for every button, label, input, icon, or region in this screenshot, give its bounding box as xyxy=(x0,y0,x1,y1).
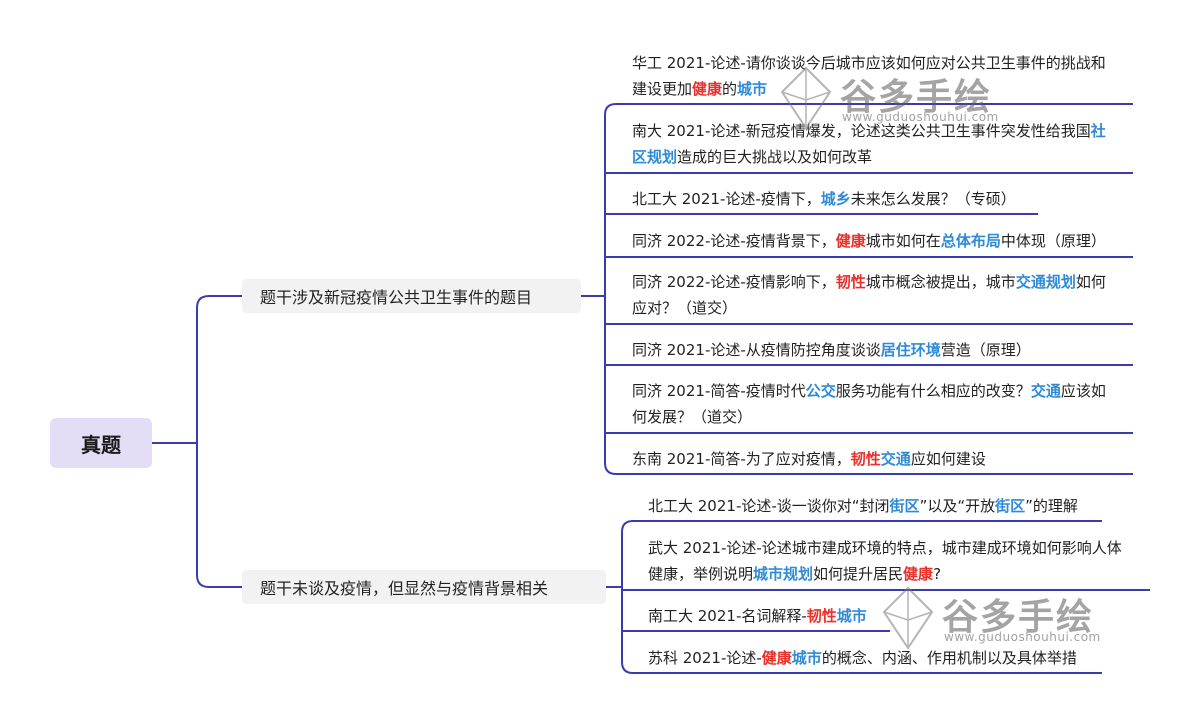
branch-node-label: 题干未谈及疫情，但显然与疫情背景相关 xyxy=(260,579,549,598)
highlight-keyword: 城市 xyxy=(791,649,822,667)
leaf-node[interactable]: 武大 2021-论述-论述城市建成环境的特点，城市建成环境如何影响人体健康，举例… xyxy=(648,535,1122,587)
leaf-text-segment: ? xyxy=(933,565,942,583)
leaf-text-line: 苏科 2021-论述-健康城市的概念、内涵、作用机制以及具体举措 xyxy=(648,645,1077,671)
root-node-label: 真题 xyxy=(81,432,121,457)
leaf-node[interactable]: 苏科 2021-论述-健康城市的概念、内涵、作用机制以及具体举措 xyxy=(648,645,1077,671)
leaf-text-segment: 服务功能有什么相应的改变？ xyxy=(835,382,1031,400)
highlight-keyword: 总体布局 xyxy=(940,232,1001,250)
leaf-node[interactable]: 东南 2021-简答-为了应对疫情，韧性交通应如何建设 xyxy=(632,446,986,472)
leaf-text-segment: 东南 2021-简答-为了应对疫情， xyxy=(632,450,851,468)
leaf-text-segment: 应如何建设 xyxy=(910,450,986,468)
leaf-text-line: 区规划造成的巨大挑战以及如何改革 xyxy=(632,144,1106,170)
leaf-text-line: 同济 2022-论述-疫情背景下，健康城市如何在总体布局中体现（原理） xyxy=(632,228,1106,254)
leaf-text-segment: 苏科 2021-论述- xyxy=(648,649,762,667)
leaf-text-line: 北工大 2021-论述-谈一谈你对“封闭街区”以及“开放街区”的理解 xyxy=(648,493,1078,519)
leaf-text-line: 华工 2021-论述-请你谈谈今后城市应该如何应对公共卫生事件的挑战和 xyxy=(632,50,1106,76)
highlight-keyword: 韧性 xyxy=(806,607,837,625)
leaf-text-segment: 的概念、内涵、作用机制以及具体举措 xyxy=(821,649,1077,667)
branch-2-spine xyxy=(621,520,634,674)
leaf-text-segment: 同济 2021-论述-从疫情防控角度谈谈 xyxy=(632,341,881,359)
highlight-keyword: 健康 xyxy=(692,80,723,98)
highlight-keyword: 健康 xyxy=(835,232,866,250)
highlight-keyword: 社 xyxy=(1090,122,1106,140)
highlight-keyword: 街区 xyxy=(995,497,1026,515)
branch-node-label: 题干涉及新冠疫情公共卫生事件的题目 xyxy=(260,288,533,307)
leaf-text-segment: 造成的巨大挑战以及如何改革 xyxy=(677,148,873,166)
root-to-branch-2-link xyxy=(152,442,242,588)
leaf-text-segment: 同济 2021-简答-疫情时代 xyxy=(632,382,806,400)
leaf-text-line: 同济 2022-论述-疫情影响下，韧性城市概念被提出，城市交通规划如何 xyxy=(632,269,1106,295)
highlight-keyword: 公交 xyxy=(805,382,836,400)
highlight-keyword: 韧性 xyxy=(850,450,881,468)
leaf-text-line: 南工大 2021-名词解释-韧性城市 xyxy=(648,603,867,629)
leaf-text-segment: 中体现（原理） xyxy=(1000,232,1106,250)
leaf-text-segment: 城市如何在 xyxy=(865,232,941,250)
highlight-keyword: 韧性 xyxy=(835,273,866,291)
leaf-text-segment: 应对？（道交） xyxy=(632,299,738,317)
highlight-keyword: 城市 xyxy=(836,607,867,625)
leaf-text-line: 武大 2021-论述-论述城市建成环境的特点，城市建成环境如何影响人体 xyxy=(648,535,1122,561)
leaf-text-segment: 同济 2022-论述-疫情背景下， xyxy=(632,232,836,250)
leaf-text-segment: 如何提升居民 xyxy=(813,565,904,583)
branch-node-epidemic-context[interactable]: 题干未谈及疫情，但显然与疫情背景相关 xyxy=(242,570,606,604)
leaf-text-segment: 北工大 2021-论述-谈一谈你对“封闭 xyxy=(648,497,890,515)
highlight-keyword: 街区 xyxy=(889,497,920,515)
leaf-text-line: 健康，举例说明城市规划如何提升居民健康? xyxy=(648,561,1122,587)
highlight-keyword: 城乡 xyxy=(820,190,851,208)
highlight-keyword: 健康 xyxy=(903,565,934,583)
leaf-node[interactable]: 同济 2022-论述-疫情影响下，韧性城市概念被提出，城市交通规划如何应对？（道… xyxy=(632,269,1106,321)
leaf-text-line: 应对？（道交） xyxy=(632,295,1106,321)
leaf-node[interactable]: 华工 2021-论述-请你谈谈今后城市应该如何应对公共卫生事件的挑战和建设更加健… xyxy=(632,50,1106,102)
highlight-keyword: 居住环境 xyxy=(880,341,941,359)
leaf-text-line: 东南 2021-简答-为了应对疫情，韧性交通应如何建设 xyxy=(632,446,986,472)
leaf-text-line: 同济 2021-论述-从疫情防控角度谈谈居住环境营造（原理） xyxy=(632,337,1031,363)
leaf-text-segment: ”的理解 xyxy=(1025,497,1078,515)
leaf-text-segment: 建设更加 xyxy=(632,80,693,98)
leaf-text-segment: 何发展？（道交） xyxy=(632,408,753,426)
highlight-keyword: 区规划 xyxy=(632,148,678,166)
highlight-keyword: 城市 xyxy=(737,80,768,98)
leaf-text-segment: 营造（原理） xyxy=(940,341,1031,359)
highlight-keyword: 交通 xyxy=(880,450,911,468)
leaf-text-segment: ”以及“开放 xyxy=(919,497,996,515)
leaf-text-line: 南大 2021-论述-新冠疫情爆发，论述这类公共卫生事件突发性给我国社 xyxy=(632,118,1106,144)
branch-node-epidemic-public-health[interactable]: 题干涉及新冠疫情公共卫生事件的题目 xyxy=(242,279,581,313)
leaf-node[interactable]: 南工大 2021-名词解释-韧性城市 xyxy=(648,603,867,629)
highlight-keyword: 交通规划 xyxy=(1015,273,1076,291)
leaf-node[interactable]: 同济 2021-论述-从疫情防控角度谈谈居住环境营造（原理） xyxy=(632,337,1031,363)
leaf-text-segment: 南工大 2021-名词解释- xyxy=(648,607,807,625)
highlight-keyword: 交通 xyxy=(1030,382,1061,400)
leaf-node[interactable]: 同济 2021-简答-疫情时代公交服务功能有什么相应的改变？交通应该如何发展？（… xyxy=(632,378,1106,430)
leaf-text-segment: 武大 2021-论述-论述城市建成环境的特点，城市建成环境如何影响人体 xyxy=(648,539,1122,557)
leaf-text-segment: 健康，举例说明 xyxy=(648,565,754,583)
leaf-text-segment: 北工大 2021-论述-疫情下， xyxy=(632,190,821,208)
highlight-keyword: 健康 xyxy=(761,649,792,667)
leaf-text-segment: 未来怎么发展？（专硕） xyxy=(850,190,1016,208)
leaf-node[interactable]: 同济 2022-论述-疫情背景下，健康城市如何在总体布局中体现（原理） xyxy=(632,228,1106,254)
leaf-text-segment: 华工 2021-论述-请你谈谈今后城市应该如何应对公共卫生事件的挑战和 xyxy=(632,54,1106,72)
leaf-node[interactable]: 南大 2021-论述-新冠疫情爆发，论述这类公共卫生事件突发性给我国社区规划造成… xyxy=(632,118,1106,170)
root-to-branch-1-link xyxy=(152,295,242,444)
leaf-text-segment: 同济 2022-论述-疫情影响下， xyxy=(632,273,836,291)
leaf-text-line: 何发展？（道交） xyxy=(632,404,1106,430)
highlight-keyword: 城市规划 xyxy=(753,565,814,583)
leaf-text-segment: 的 xyxy=(722,80,738,98)
leaf-text-line: 建设更加健康的城市 xyxy=(632,76,1106,102)
leaf-text-segment: 南大 2021-论述-新冠疫情爆发，论述这类公共卫生事件突发性给我国 xyxy=(632,122,1091,140)
leaf-text-segment: 应该如 xyxy=(1060,382,1106,400)
leaf-text-segment: 城市概念被提出，城市 xyxy=(865,273,1016,291)
root-node[interactable]: 真题 xyxy=(50,418,152,468)
leaf-node[interactable]: 北工大 2021-论述-谈一谈你对“封闭街区”以及“开放街区”的理解 xyxy=(648,493,1078,519)
leaf-text-segment: 如何 xyxy=(1075,273,1106,291)
leaf-text-line: 同济 2021-简答-疫情时代公交服务功能有什么相应的改变？交通应该如 xyxy=(632,378,1106,404)
leaf-text-line: 北工大 2021-论述-疫情下，城乡未来怎么发展？（专硕） xyxy=(632,186,1016,212)
leaf-node[interactable]: 北工大 2021-论述-疫情下，城乡未来怎么发展？（专硕） xyxy=(632,186,1016,212)
branch-1-spine xyxy=(604,103,617,475)
